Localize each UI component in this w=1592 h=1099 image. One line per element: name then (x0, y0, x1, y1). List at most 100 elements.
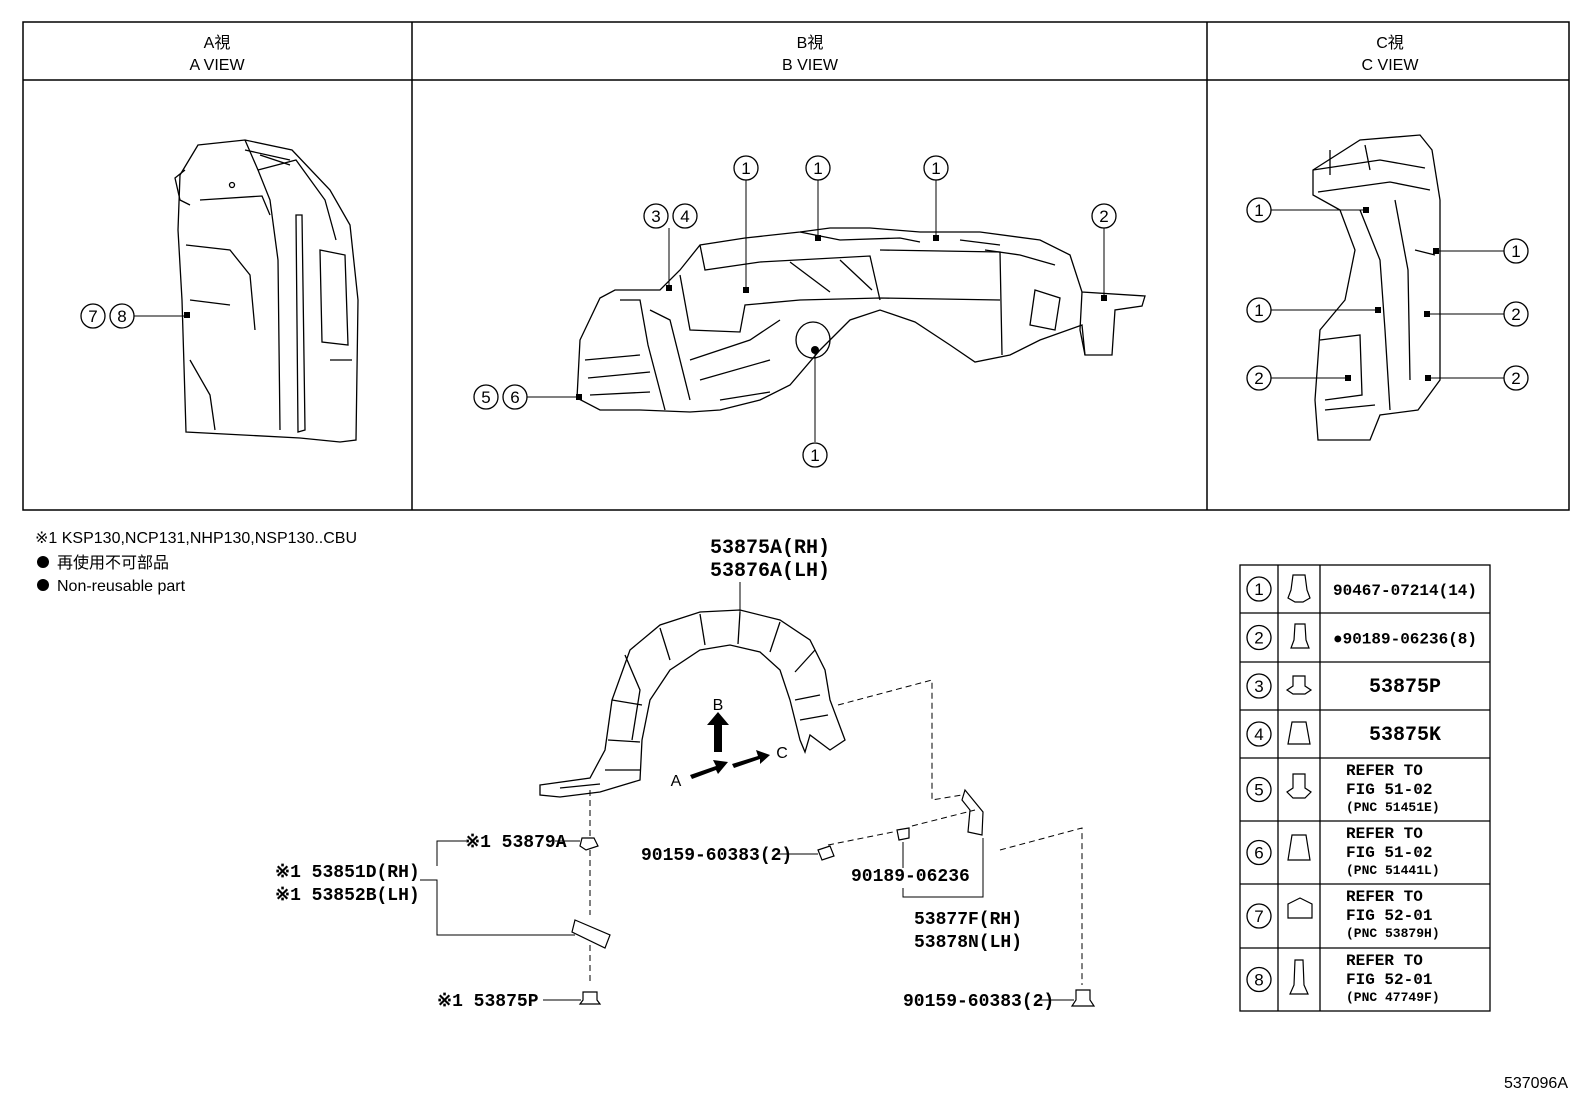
label-53875p: ※1 53875P (437, 992, 539, 1012)
callout-7-label: 7 (88, 307, 97, 326)
legend-part-number: ●90189-06236(8) (1333, 631, 1477, 649)
legend-reference-line1: REFER TO (1346, 825, 1423, 843)
legend-callout-circle (1246, 839, 1272, 866)
legend-callout-number: 4 (1254, 725, 1263, 744)
nut-clip-icon (1287, 721, 1311, 745)
legend-reference-line1: REFER TO (1346, 888, 1423, 906)
b-callout-5: 5 (481, 388, 490, 407)
hardware-glyphs (571, 788, 1096, 1007)
b-view-liner-drawing (576, 227, 1146, 413)
callout-7-circle (80, 303, 106, 329)
bracket-53851d-icon (571, 919, 611, 949)
b-callout-6: 6 (510, 388, 519, 407)
c-view-liner-drawing (1312, 134, 1441, 441)
legend-callout-circle (1246, 624, 1272, 651)
push-clip-icon (1287, 574, 1311, 603)
c-callout-1c: 1 (1511, 242, 1520, 261)
bolt-icon (1285, 675, 1313, 695)
legend-callout-circle (1246, 776, 1272, 803)
c-view-title-en: C VIEW (1362, 57, 1420, 74)
c-callout-1a: 1 (1254, 201, 1263, 220)
b-callout-1d: 1 (810, 446, 819, 465)
direction-arrows: B A C (671, 697, 788, 790)
legend-reference-line2: FIG 51-02 (1346, 781, 1432, 799)
nonreusable-jp: 再使用不可部品 (57, 554, 169, 572)
legend-part-number: 90467-07214(14) (1333, 582, 1477, 600)
part-leaders (420, 838, 1074, 1001)
legend-callout-circle (1246, 576, 1272, 602)
part-number-labels: ※1 53879A ※1 53851D(RH) ※1 53852B(LH) ※1… (275, 833, 1054, 1012)
legend-callout-number: 7 (1254, 907, 1263, 926)
legend-part-glyphs (1285, 574, 1313, 995)
part-53875a: 53875A(RH) (710, 537, 830, 560)
arrow-b-icon (707, 712, 729, 752)
c-callout-2b: 2 (1511, 305, 1520, 324)
dir-label-a: A (671, 773, 682, 790)
dir-label-b: B (713, 697, 724, 714)
b-view-callout-circles: 1 1 1 1 2 3 4 5 6 (473, 155, 1117, 468)
legend-callout-circle (1246, 966, 1272, 993)
arrow-a-icon (690, 760, 728, 779)
dir-label-c: C (776, 745, 788, 762)
label-53877f: 53877F(RH) (914, 910, 1022, 930)
legend-part-number: 53875K (1369, 724, 1441, 747)
fastener-mark (184, 312, 190, 318)
a-view-liner-drawing (174, 139, 359, 443)
pin-icon (1289, 959, 1309, 995)
legend-reference-line1: REFER TO (1346, 952, 1423, 970)
clip-90189-icon (896, 827, 910, 841)
b-callout-1a: 1 (741, 159, 750, 178)
screw-90159b-icon (1070, 989, 1096, 1007)
retainer-icon (1287, 897, 1313, 919)
legend-callout-circle (1246, 721, 1272, 747)
legend-callout-circle (1246, 903, 1272, 929)
pin-clip-icon (1290, 623, 1310, 649)
c-callout-2c: 2 (1511, 369, 1520, 388)
legend-callout-number: 6 (1254, 844, 1263, 863)
arrow-c-icon (732, 750, 770, 768)
b-callout-4: 4 (680, 207, 689, 226)
bullet-icon (37, 579, 49, 591)
label-53879a: ※1 53879A (465, 833, 567, 853)
assembly-dashed-lines (589, 679, 1083, 985)
screw-icon (1286, 773, 1312, 799)
diagram-code: 537096A (1504, 1075, 1568, 1092)
legend-table (1239, 564, 1491, 1012)
view-titles: A視 A VIEW B視 B VIEW C視 C VIEW (189, 34, 1419, 74)
c-callout-1b: 1 (1254, 301, 1263, 320)
bullet-icon (37, 556, 49, 568)
models-note: ※1 KSP130,NCP131,NHP130,NSP130..CBU (35, 530, 357, 547)
b-view-title-jp: B視 (797, 34, 824, 52)
clip-nut-icon (1287, 834, 1311, 861)
a-view-title-en: A VIEW (189, 57, 245, 74)
screw-90159-icon (817, 845, 835, 861)
label-90189: 90189-06236 (851, 867, 970, 887)
c-view-title-jp: C視 (1376, 34, 1404, 52)
legend-callout-number: 5 (1254, 781, 1263, 800)
fender-liner-drawing (539, 609, 846, 798)
legend-callout-number: 3 (1254, 677, 1263, 696)
c-view-callout-circles: 1 1 2 1 2 2 (1246, 197, 1529, 391)
legend-reference-line3: (PNC 47749F) (1346, 990, 1440, 1005)
legend-reference-line2: FIG 51-02 (1346, 844, 1432, 862)
nonreusable-en: Non-reusable part (57, 578, 186, 595)
legend-callout-number: 2 (1254, 629, 1263, 648)
callout-8-label: 8 (117, 307, 126, 326)
legend-reference-line3: (PNC 51441L) (1346, 863, 1440, 878)
c-view-leaders (1271, 209, 1504, 379)
b-callout-3: 3 (651, 207, 660, 226)
legend-callout-circle (1246, 673, 1272, 699)
bolt-53875p-icon (578, 991, 602, 1005)
label-53852b: ※1 53852B(LH) (275, 886, 420, 906)
legend-reference-line2: FIG 52-01 (1346, 971, 1432, 989)
b-callout-1c: 1 (931, 159, 940, 178)
b-callout-2: 2 (1099, 207, 1108, 226)
clip-53879a-icon (579, 837, 599, 851)
b-view-title-en: B VIEW (782, 57, 839, 74)
b-callout-1b: 1 (813, 159, 822, 178)
legend-reference-line3: (PNC 53879H) (1346, 926, 1440, 941)
part-53876a: 53876A(LH) (710, 560, 830, 583)
legend-part-number: 53875P (1369, 676, 1441, 699)
